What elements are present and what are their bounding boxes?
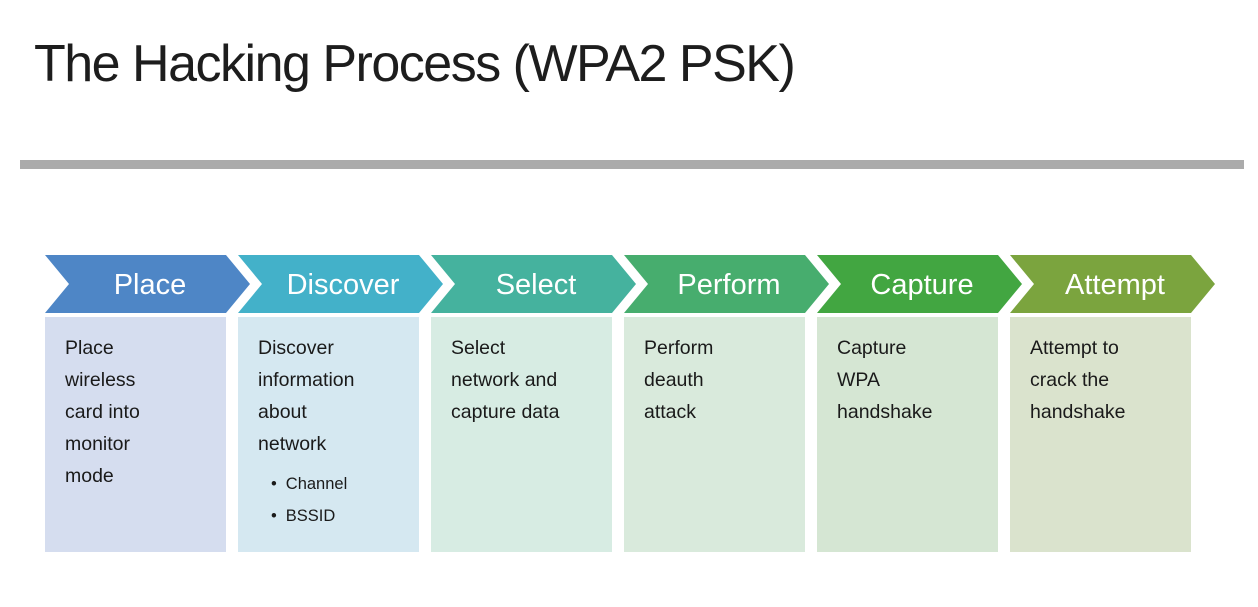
process-chevron-band: Place Discover Select Perform Capture At…	[45, 255, 1215, 313]
step-description: Capture WPA handshake	[837, 337, 933, 423]
chevron-attempt: Attempt	[1010, 255, 1215, 313]
page-title: The Hacking Process (WPA2 PSK)	[34, 35, 796, 93]
chevron-select: Select	[431, 255, 636, 313]
chevron-label: Select	[496, 269, 577, 301]
step-description: Select network and capture data	[451, 337, 560, 423]
chevron-shape	[624, 255, 829, 313]
step-description-box-attempt: Attempt to crack the handshake	[1010, 317, 1191, 552]
step-bullet-list: Channel BSSID	[258, 468, 411, 532]
chevron-discover: Discover	[238, 255, 443, 313]
chevron-place: Place	[45, 255, 250, 313]
title-divider	[20, 160, 1244, 169]
step-description: Discover information about network	[258, 337, 355, 455]
chevron-capture: Capture	[817, 255, 1022, 313]
chevron-perform: Perform	[624, 255, 829, 313]
chevron-label: Perform	[677, 269, 780, 301]
bullet-item: BSSID	[271, 500, 411, 532]
bullet-item: Channel	[271, 468, 411, 500]
chevron-shape	[1010, 255, 1215, 313]
chevron-shape	[238, 255, 443, 313]
step-description-box-select: Select network and capture data	[431, 317, 612, 552]
step-description: Place wireless card into monitor mode	[65, 337, 140, 487]
step-description-box-capture: Capture WPA handshake	[817, 317, 998, 552]
chevron-shape	[817, 255, 1022, 313]
step-description-box-discover: Discover information about network Chann…	[238, 317, 419, 552]
chevron-shape	[45, 255, 250, 313]
step-description: Attempt to crack the handshake	[1030, 337, 1126, 423]
chevron-label: Discover	[287, 269, 400, 301]
step-description-box-place: Place wireless card into monitor mode	[45, 317, 226, 552]
chevron-shape	[431, 255, 636, 313]
step-description: Perform deauth attack	[644, 337, 714, 423]
chevron-label: Place	[114, 269, 187, 301]
step-description-box-perform: Perform deauth attack	[624, 317, 805, 552]
chevron-label: Capture	[870, 269, 973, 301]
chevron-label: Attempt	[1065, 269, 1165, 301]
